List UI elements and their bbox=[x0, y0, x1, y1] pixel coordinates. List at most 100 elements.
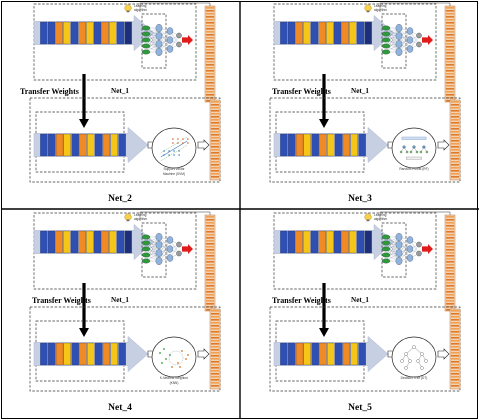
learning-algorithm-icon-base bbox=[366, 10, 370, 13]
netN-cnn-layer bbox=[94, 342, 103, 366]
net1-neural-net-neuron bbox=[166, 254, 174, 262]
netN-output-bar-row bbox=[451, 134, 459, 136]
netN-output-bar-row bbox=[211, 107, 219, 109]
net1-output-bar-row bbox=[446, 258, 454, 260]
netN-output-bar-row bbox=[211, 131, 219, 133]
net1-output-bar-row bbox=[446, 249, 454, 251]
net1-output-bar-row bbox=[446, 52, 454, 54]
netN-output-bar-row bbox=[451, 340, 459, 342]
net1-neural-net-neuron bbox=[395, 233, 403, 241]
learning-algorithm-icon bbox=[124, 213, 132, 221]
net1-output-bar-row bbox=[446, 222, 454, 224]
net1-output-bar-row bbox=[206, 70, 214, 72]
net1-output-bar-row bbox=[206, 85, 214, 87]
netN-cnn-layer bbox=[280, 133, 288, 157]
classifier-svm-point bbox=[173, 150, 175, 152]
net1-cnn-layer bbox=[116, 21, 125, 45]
netN-output-bar-row bbox=[211, 343, 219, 345]
classifier-knn-point bbox=[161, 362, 163, 364]
net1-neural-net-neuron bbox=[176, 241, 182, 248]
classifier-svm-point bbox=[182, 138, 184, 140]
net1-cnn-layer bbox=[40, 21, 48, 45]
netN-output-bar-row bbox=[211, 161, 219, 163]
net1-neural-net-neuron bbox=[166, 45, 174, 53]
classifier-rf-tree-leaf bbox=[399, 150, 403, 154]
net1-output-bar-row bbox=[206, 294, 214, 296]
learning-algorithm-line: algorithm bbox=[134, 8, 147, 12]
netN-output-bar-row bbox=[451, 361, 459, 363]
net1-neural-net-neuron bbox=[416, 41, 422, 48]
classifier-knn-neighborhood bbox=[168, 350, 184, 366]
net1-cnn-layer bbox=[295, 230, 303, 254]
classifier-caption-line1: Random Forest (RF) bbox=[399, 167, 428, 171]
net1-cnn-layer bbox=[86, 21, 94, 45]
classifier-knn-point bbox=[185, 358, 187, 360]
classifier-dt-node bbox=[408, 359, 412, 363]
netN-output-bar-row bbox=[451, 149, 459, 151]
netN-output-bar-row bbox=[451, 119, 459, 121]
net1-cnn-layer bbox=[280, 21, 288, 45]
net1-cnn-layer bbox=[47, 230, 56, 254]
netN-cnn-layer bbox=[350, 342, 358, 366]
netN-output-bar-row bbox=[211, 385, 219, 387]
feedback-line bbox=[139, 2, 211, 12]
net1-output-arrow bbox=[422, 244, 433, 254]
net1-neural-net-neuron bbox=[416, 250, 422, 257]
net1-output-bar-row bbox=[446, 303, 454, 305]
net1-neural-net-neuron bbox=[406, 236, 414, 244]
netN-output-bar-row bbox=[451, 316, 459, 318]
classifier-to-output-arrow bbox=[197, 139, 210, 151]
net1-output-bar-row bbox=[206, 7, 214, 9]
netN-output-bar-row bbox=[451, 367, 459, 369]
net1-neural-net-neuron bbox=[155, 24, 163, 32]
netN-cnn-layer bbox=[79, 133, 87, 157]
feedback-line bbox=[379, 211, 451, 221]
net1-output-bar-row bbox=[446, 94, 454, 96]
netN-output-bar-row bbox=[211, 149, 219, 151]
classifier-dt-node bbox=[400, 359, 404, 363]
classifier-knn-point bbox=[187, 354, 189, 356]
net1-neural-net-neuron bbox=[381, 31, 391, 37]
net1-output-bar-row bbox=[206, 267, 214, 269]
netN-cnn-layer bbox=[118, 342, 126, 366]
net1-output-bar-row bbox=[446, 234, 454, 236]
netN-cnn-layer bbox=[79, 342, 87, 366]
net1-output-bar-row bbox=[446, 261, 454, 263]
learning-algorithm-line: algorithm bbox=[134, 217, 147, 221]
learning-algorithm-icon bbox=[124, 4, 132, 12]
net1-cnn-layer bbox=[310, 21, 319, 45]
learning-algorithm-icon-base bbox=[126, 219, 130, 222]
net1-cnn-layer bbox=[349, 230, 357, 254]
net1-output-bar-row bbox=[206, 228, 214, 230]
netN-output-bar-row bbox=[451, 334, 459, 336]
netN-output-bar-row bbox=[451, 346, 459, 348]
net1-output-bar-row bbox=[446, 91, 454, 93]
net1-caption: Net_1 bbox=[111, 296, 129, 304]
net1-fc-frame bbox=[141, 222, 167, 278]
net1-cnn-layer bbox=[109, 230, 117, 254]
net1-neural-net-neuron bbox=[395, 32, 403, 40]
net1-neural-net-neuron bbox=[166, 236, 174, 244]
net1-cnn-layer bbox=[78, 21, 86, 45]
net1-cnn-layer bbox=[280, 230, 288, 254]
netN-output-bar-row bbox=[451, 385, 459, 387]
classifier-svm-point bbox=[163, 150, 165, 152]
net1-output-bar-row bbox=[446, 19, 454, 21]
classifier-dt-edge bbox=[405, 346, 415, 355]
net1-neural-net-neuron bbox=[395, 241, 403, 249]
classifier-rf-vote-box bbox=[406, 156, 422, 160]
classifier-svm-point bbox=[178, 154, 180, 156]
net1-output-bar-row bbox=[206, 37, 214, 39]
net-label: Net_2 bbox=[108, 194, 132, 204]
classifier-svm-point bbox=[163, 154, 165, 156]
net1-output-bar-row bbox=[206, 19, 214, 21]
net1-neural-net-neuron bbox=[141, 37, 151, 43]
netN-output-bar-row bbox=[211, 358, 219, 360]
net1-cnn-layer bbox=[349, 21, 357, 45]
classifier-svm-point bbox=[172, 142, 174, 144]
netN-output-bar-row bbox=[451, 170, 459, 172]
feedback-line bbox=[139, 211, 211, 221]
net1-output-bar-row bbox=[206, 258, 214, 260]
net1-output-bar-row bbox=[446, 240, 454, 242]
net1-neural-net-neuron bbox=[141, 234, 151, 240]
